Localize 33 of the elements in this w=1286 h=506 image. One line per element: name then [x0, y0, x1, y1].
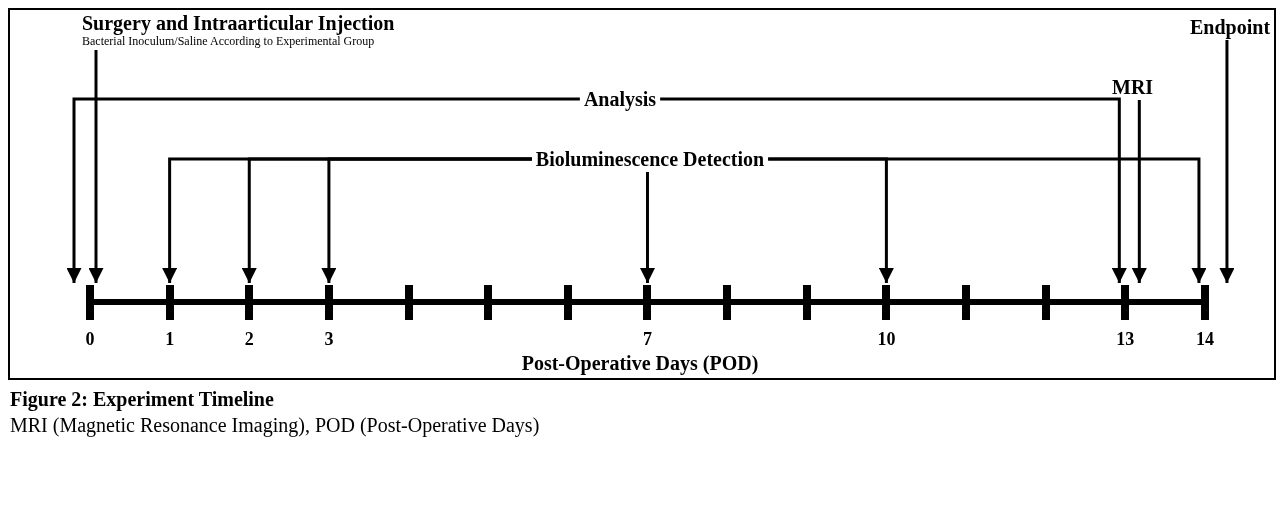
- day-number: 7: [642, 328, 652, 350]
- arrow: [88, 50, 104, 283]
- tick-mark: [1200, 285, 1209, 320]
- arrow: [768, 157, 1207, 283]
- day-number: 13: [1116, 328, 1135, 350]
- arrow: [639, 172, 655, 283]
- arrow: [66, 97, 580, 283]
- event-label: Surgery and Intraarticular Injection: [82, 12, 395, 34]
- tick-mark: [643, 285, 652, 320]
- day-number: 14: [1195, 328, 1214, 350]
- tick-mark: [245, 285, 254, 320]
- tick-mark: [1121, 285, 1130, 320]
- day-number: 10: [877, 328, 896, 350]
- figure-caption: MRI (Magnetic Resonance Imaging), POD (Post-Operative Days): [10, 414, 540, 437]
- day-number: 2: [244, 328, 254, 350]
- axis-title: Post-Operative Days (POD): [521, 352, 759, 374]
- day-number: 0: [85, 328, 95, 350]
- event-label: Endpoint: [1190, 16, 1271, 38]
- event-label: MRI: [1112, 76, 1154, 98]
- event-label: Bioluminescence Detection: [535, 148, 765, 170]
- event-label: Analysis: [583, 88, 657, 110]
- arrow: [660, 97, 1127, 283]
- tick-mark: [86, 285, 94, 320]
- figure-title: Figure 2: Experiment Timeline: [10, 388, 274, 410]
- arrow: [1131, 100, 1147, 283]
- arrow: [1219, 40, 1235, 283]
- tick-mark: [324, 285, 333, 320]
- day-number: 1: [165, 328, 175, 350]
- tick-mark: [882, 285, 891, 320]
- event-description: Bacterial Inoculum/Saline According to Experimental Group: [82, 34, 375, 48]
- day-number: 3: [324, 328, 334, 350]
- arrow: [321, 157, 532, 283]
- tick-mark: [165, 285, 174, 320]
